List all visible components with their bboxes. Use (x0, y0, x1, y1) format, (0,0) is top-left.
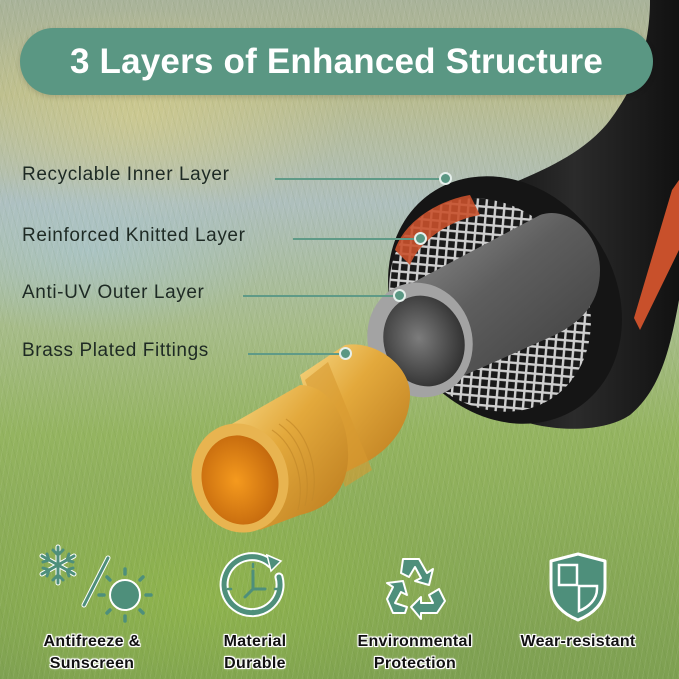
callout-leader-line (275, 178, 443, 180)
feature-label: Material Durable (223, 633, 287, 672)
callout-leader-line (243, 295, 395, 297)
feature-wear-resistant: Wear-resistant (508, 545, 648, 653)
callout-recyclable-inner-layer: Recyclable Inner Layer (22, 164, 230, 185)
callout-reinforced-knitted-layer: Reinforced Knitted Layer (22, 225, 246, 246)
callout-brass-plated-fittings: Brass Plated Fittings (22, 340, 209, 361)
callout-marker-dot (414, 232, 427, 245)
callout-marker-dot (439, 172, 452, 185)
feature-antifreeze-sunscreen: Antifreeze & Sunscreen (22, 544, 162, 675)
callout-marker-dot (393, 289, 406, 302)
feature-material-durable: Material Durable (195, 545, 315, 675)
shield-icon (547, 545, 609, 623)
snowflake-sun-icon (30, 544, 155, 623)
callout-leader-line (248, 353, 341, 355)
clock-rotate-icon (219, 545, 291, 623)
feature-label: Environmental Protection (357, 633, 473, 672)
callout-anti-uv-outer-layer: Anti-UV Outer Layer (22, 282, 205, 303)
title-banner: 3 Layers of Enhanced Structure (20, 28, 653, 95)
recycle-icon (379, 545, 451, 623)
feature-label: Antifreeze & Sunscreen (43, 633, 141, 672)
feature-label: Wear-resistant (520, 633, 636, 650)
callout-marker-dot (339, 347, 352, 360)
callout-leader-line (293, 238, 417, 240)
feature-environmental-protection: Environmental Protection (340, 545, 490, 675)
page-title: 3 Layers of Enhanced Structure (69, 41, 604, 81)
